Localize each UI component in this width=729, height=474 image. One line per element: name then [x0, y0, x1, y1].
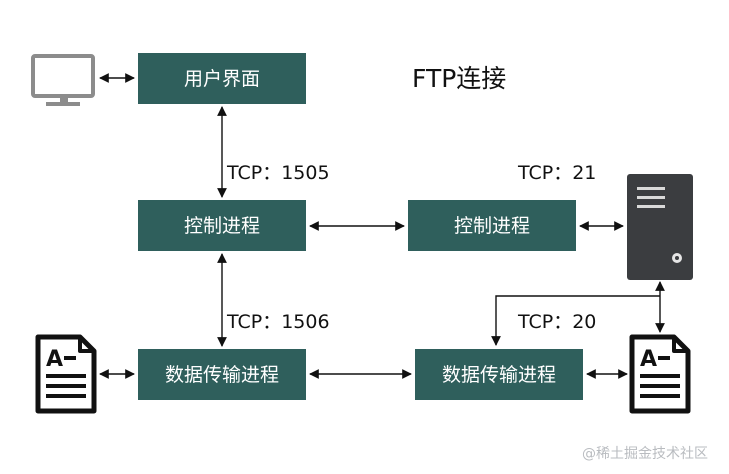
diagram-title: FTP连接: [412, 64, 506, 93]
server-data-transfer-process-label: 数据传输进程: [442, 364, 556, 386]
tcp-21-label: TCP：21: [517, 162, 596, 184]
server-document-letter: A: [640, 347, 657, 372]
server-document-icon: A: [629, 334, 691, 414]
server-data-transfer-process-box: 数据传输进程: [415, 349, 583, 400]
client-data-transfer-process-label: 数据传输进程: [165, 364, 279, 386]
server-control-process-box: 控制进程: [408, 200, 576, 251]
tcp-1506-label: TCP：1506: [226, 311, 330, 333]
user-interface-label: 用户界面: [184, 68, 260, 90]
client-document-icon: A: [35, 334, 97, 414]
client-control-process-box: 控制进程: [138, 200, 306, 251]
user-interface-box: 用户界面: [138, 53, 306, 104]
server-icon: [627, 174, 693, 280]
tcp-1505-label: TCP：1505: [226, 162, 330, 184]
watermark: @稀土掘金技术社区: [582, 446, 708, 462]
client-document-letter: A: [46, 347, 63, 372]
client-control-process-label: 控制进程: [184, 215, 260, 237]
monitor-icon: [31, 54, 95, 106]
server-control-process-label: 控制进程: [454, 215, 530, 237]
server-to-data-process-arrow: [491, 295, 660, 346]
client-data-transfer-process-box: 数据传输进程: [138, 349, 306, 400]
tcp-20-label: TCP：20: [517, 311, 596, 333]
